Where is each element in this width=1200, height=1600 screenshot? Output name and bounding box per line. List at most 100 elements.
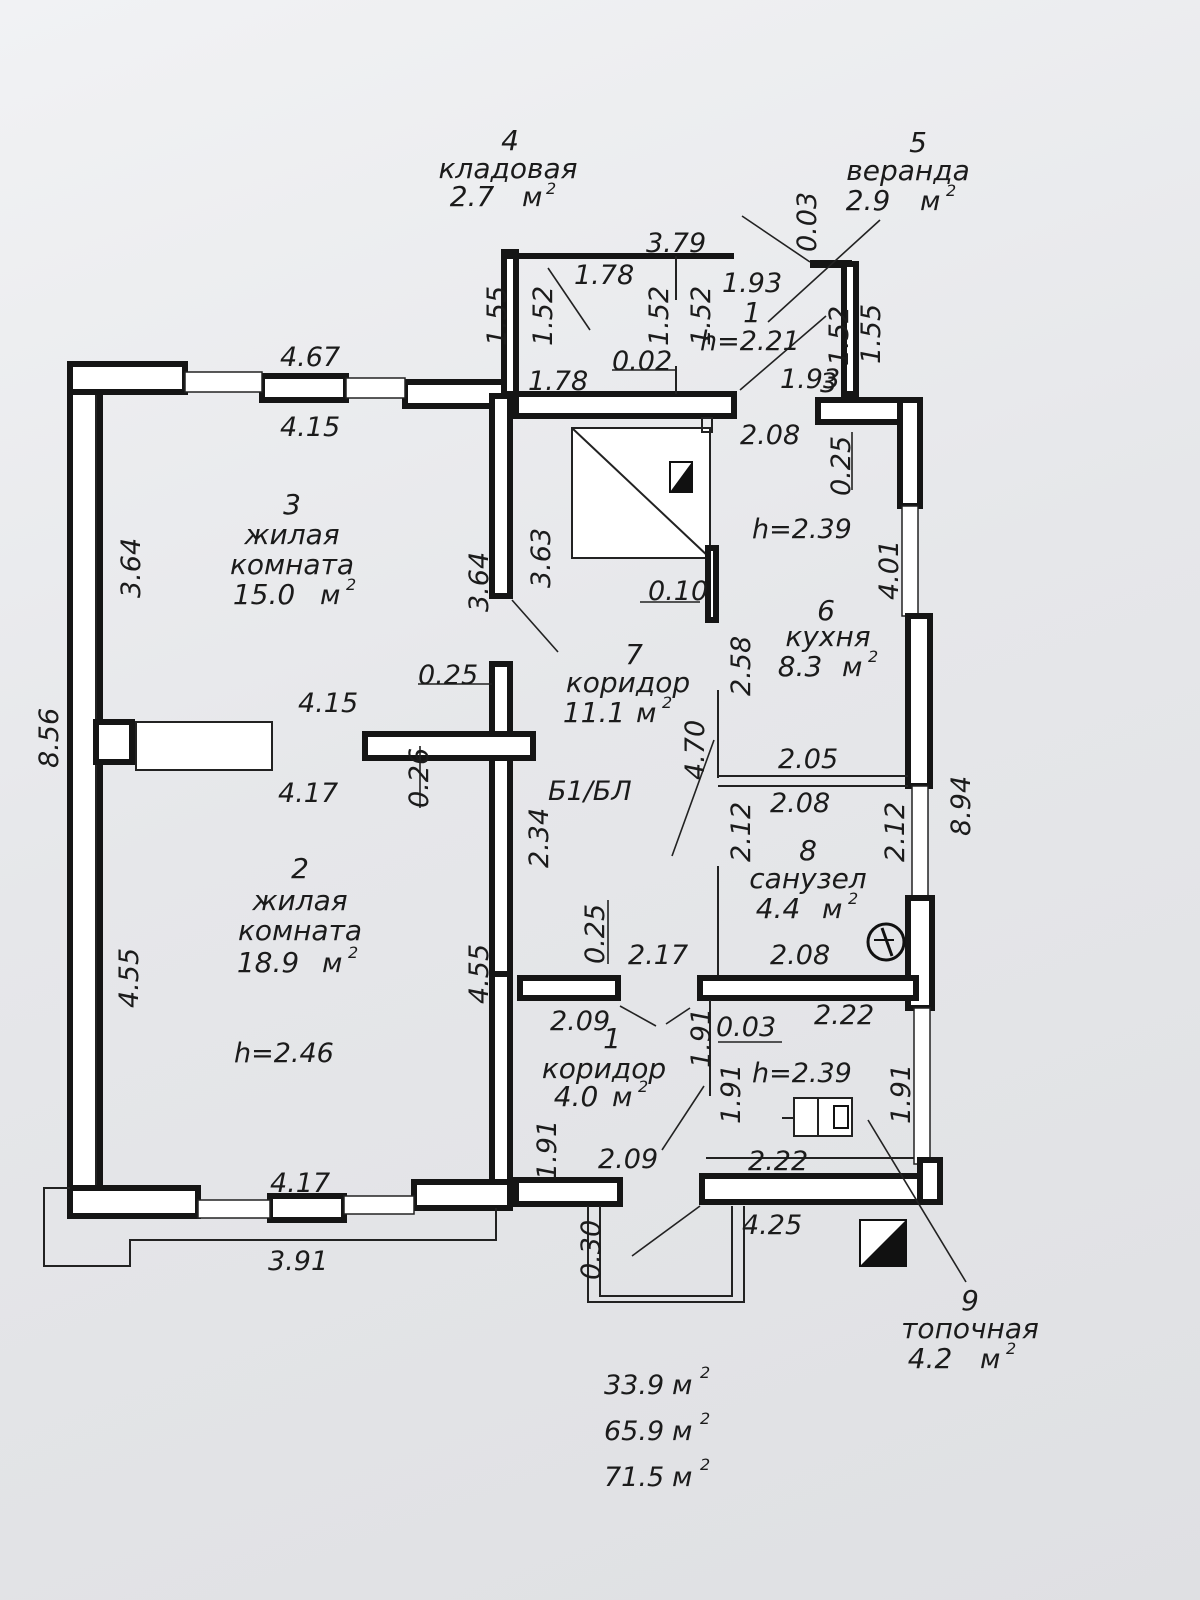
kitchen-right-wall-upper (897, 397, 923, 509)
dim-label: 3 (820, 368, 837, 399)
veranda-right-wall (841, 261, 859, 397)
dim-label: 0.26 (404, 748, 435, 808)
electric-meter-icon (669, 461, 693, 493)
room8-area: 4.4 (756, 892, 801, 925)
hatch-mark (701, 417, 713, 433)
dim-label: 4.01 (874, 540, 905, 600)
dim-label: 4.15 (280, 412, 340, 443)
room1-name: коридор (542, 1052, 666, 1085)
furnace-corner (917, 1157, 943, 1205)
partition-room3-room2 (362, 731, 536, 761)
partition-left-stub (93, 719, 135, 765)
bottom-wall-left (67, 1185, 201, 1219)
room6-area: 8.3 (778, 650, 823, 683)
window-bottom-right (343, 1195, 415, 1215)
room1-area: 4.0 (554, 1080, 599, 1113)
bottom-wall-right (411, 1179, 513, 1211)
dim-label: 1.91 (716, 1064, 747, 1124)
stair-hatch-diagonal (571, 427, 711, 559)
dim-label: 2.08 (740, 420, 800, 451)
room2-area: 18.9 (237, 946, 299, 979)
room7-area: 11.1 (563, 696, 625, 729)
dim-label: 2.05 (778, 744, 838, 775)
room9-area: 4.2 (908, 1342, 953, 1375)
dim-label: 2.08 (770, 788, 830, 819)
top-wall-pier (259, 373, 349, 403)
dim-label: 8.56 (34, 708, 65, 768)
room6-unit-sup: 2 (868, 647, 878, 666)
dim-label: 4.70 (680, 720, 711, 780)
porch-height: h=2.21 (700, 326, 800, 357)
dim-label: 1.52 (686, 286, 717, 346)
room5-unit: м (920, 186, 940, 217)
dim-label: 1.91 (532, 1120, 563, 1180)
leader-hall-b (665, 1007, 691, 1025)
room9-name: топочная (901, 1312, 1039, 1345)
total-unit-sup: 2 (700, 1409, 710, 1428)
dim-label: 4.55 (464, 944, 495, 1004)
leader-room5 (767, 219, 881, 323)
dim-label: 4.17 (270, 1168, 330, 1199)
gas-meter-icon (866, 922, 906, 962)
dim-label: 2.08 (770, 940, 830, 971)
room1-number: 1 (603, 1022, 621, 1055)
room3-number: 3 (283, 488, 301, 521)
window-top-left (184, 371, 263, 393)
leader-0-03 (741, 215, 811, 263)
dim-label: 2.12 (880, 802, 911, 862)
dim-label: 2.34 (524, 808, 555, 868)
porch-number: 1 (743, 296, 761, 329)
storage-left-wall (501, 249, 519, 397)
dim-label: 1.93 (780, 364, 840, 395)
hall-top-wall-left (517, 975, 621, 1001)
dim-label: 0.10 (648, 576, 708, 607)
room6-name: кухня (785, 620, 870, 653)
room7-code: Б1/БЛ (548, 776, 632, 807)
room9-unit: м (980, 1344, 1000, 1375)
leader-room7-lower (671, 739, 715, 857)
dim-label: 0.03 (716, 1012, 776, 1043)
dimension-labels: 4.67 4.15 4.15 4.17 0.25 4.17 3.91 3.79 … (268, 228, 874, 1277)
window-top-right (345, 377, 406, 399)
dim-label: 0.25 (418, 660, 478, 691)
leader-room9 (867, 1119, 967, 1283)
dim-label: 3.64 (116, 538, 147, 598)
room5-area: 2.9 (846, 184, 891, 217)
total-value: 71.5 (604, 1462, 664, 1493)
partition-room2-corridor (489, 661, 513, 977)
dim-label: 3.91 (268, 1246, 328, 1277)
porch-outline (599, 1206, 733, 1297)
room9-unit-sup: 2 (1006, 1339, 1016, 1358)
room4-area: 2.7 (450, 180, 495, 213)
total-value: 65.9 (604, 1416, 664, 1447)
dim-label: 2.22 (748, 1146, 808, 1177)
window-bath (911, 785, 929, 899)
dim-label: 0.25 (826, 436, 857, 496)
top-wall-left (67, 361, 188, 395)
partition-room2-hall (489, 971, 513, 1193)
dim-label: 2.09 (598, 1144, 658, 1175)
room8-number: 8 (799, 834, 817, 867)
room8-unit-sup: 2 (848, 889, 858, 908)
room8-unit: м (822, 894, 842, 925)
room2-height: h=2.46 (234, 1038, 334, 1069)
dim-label: 0.03 (792, 192, 823, 252)
chimney-icon (859, 1219, 907, 1267)
dim-label: 1.55 (482, 286, 513, 346)
room4-unit-sup: 2 (546, 179, 556, 198)
porch-outline-outer (587, 1206, 745, 1303)
dim-label: 0.30 (576, 1220, 607, 1280)
room7-number: 7 (625, 638, 643, 671)
room7-unit: м (636, 698, 656, 729)
room4-number: 4 (501, 124, 519, 157)
total-unit: м (672, 1416, 692, 1447)
room3-unit-sup: 2 (346, 575, 356, 594)
room6-height: h=2.39 (752, 514, 852, 545)
total-unit-sup: 2 (700, 1363, 710, 1382)
boiler-icon (782, 1097, 853, 1137)
dim-label: 3.79 (646, 228, 706, 259)
window-bottom-left (197, 1199, 271, 1219)
dim-label: 1.78 (574, 260, 634, 291)
